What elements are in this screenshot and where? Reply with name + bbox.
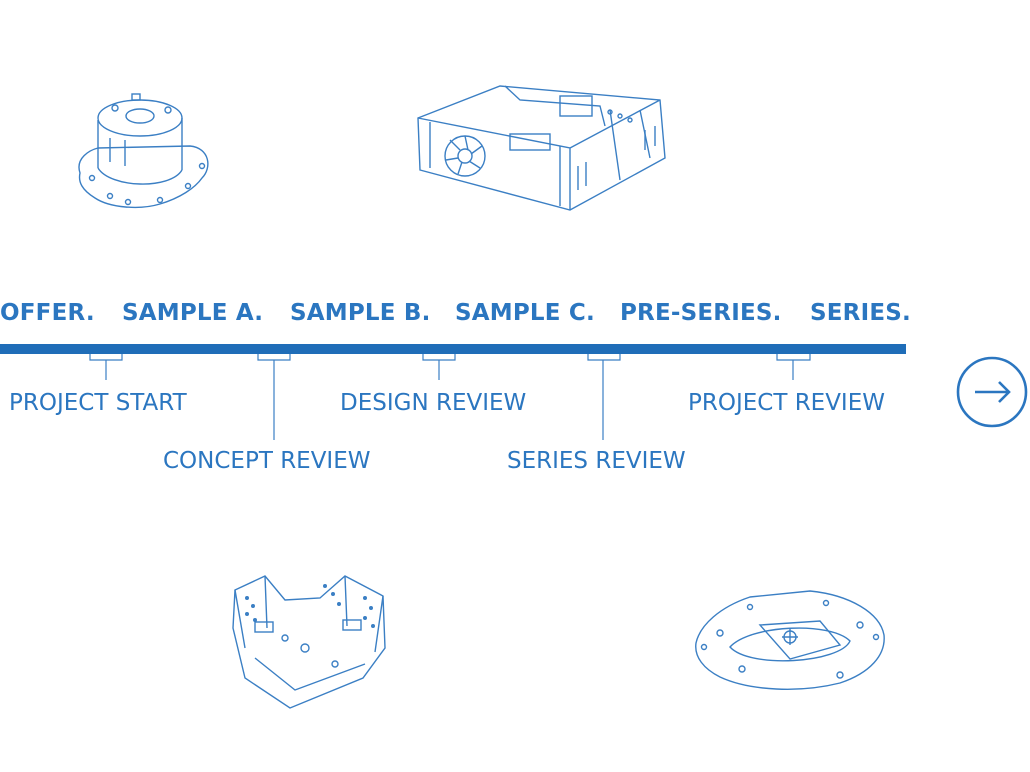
connector-project-review bbox=[776, 354, 811, 380]
bracket-basket-part-illustration bbox=[232, 575, 386, 709]
tray-plate-part-illustration bbox=[695, 590, 885, 690]
phase-offer: OFFER. bbox=[0, 300, 95, 326]
phase-series: SERIES. bbox=[810, 300, 911, 326]
connector-design-review bbox=[422, 354, 456, 380]
milestone-project-start: PROJECT START bbox=[9, 390, 187, 416]
connector-concept-review bbox=[257, 354, 291, 440]
phase-sample-c: SAMPLE C. bbox=[455, 300, 595, 326]
milestone-project-review: PROJECT REVIEW bbox=[688, 390, 885, 416]
phase-sample-a: SAMPLE A. bbox=[122, 300, 264, 326]
milestone-series-review: SERIES REVIEW bbox=[507, 448, 686, 474]
milestone-design-review: DESIGN REVIEW bbox=[340, 390, 527, 416]
connector-series-review bbox=[587, 354, 621, 440]
timeline-bar bbox=[0, 344, 906, 354]
cylindrical-flange-part-illustration bbox=[78, 93, 209, 209]
milestone-concept-review: CONCEPT REVIEW bbox=[163, 448, 371, 474]
phase-pre-series: PRE-SERIES. bbox=[620, 300, 782, 326]
phase-sample-b: SAMPLE B. bbox=[290, 300, 431, 326]
enclosure-box-part-illustration bbox=[417, 85, 666, 211]
arrow-right-circle-icon[interactable] bbox=[955, 355, 1029, 429]
connector-project-start bbox=[89, 354, 123, 380]
